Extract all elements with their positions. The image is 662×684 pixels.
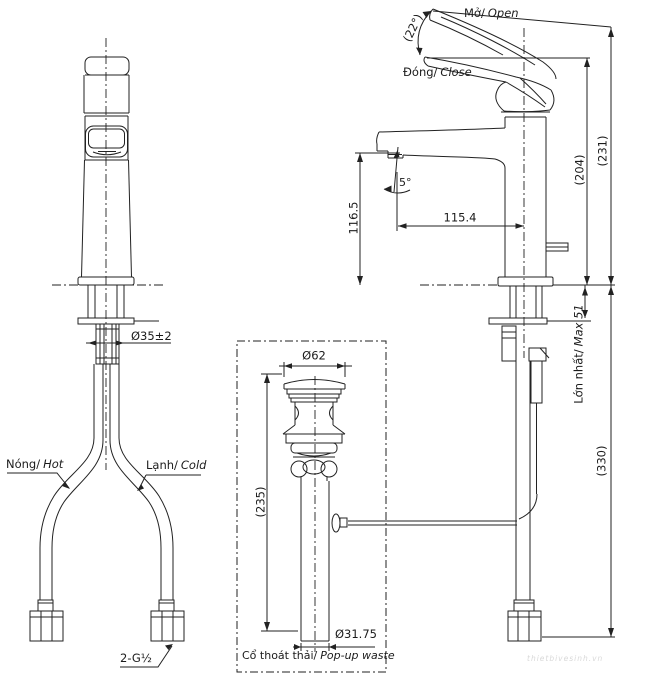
dim-popup-cap-diameter: Ø62 — [302, 348, 326, 363]
dim-spout-tilt-angle: 5° — [399, 176, 412, 189]
dim-mount-shank-diameter: Ø35±2 — [131, 329, 172, 343]
dim-spout-outlet-height: 116.5 — [346, 201, 361, 235]
watermark: thietbivesinh.vn — [527, 654, 604, 663]
label-close: Đóng/Close — [403, 65, 472, 79]
side-view — [376, 8, 591, 642]
dim-open-height: (231) — [595, 135, 610, 167]
label-popup-waste: Cổ thoát thải/Pop-up waste — [242, 649, 395, 662]
label-cold: Lạnh/Cold — [146, 458, 207, 472]
dimension-lines — [355, 10, 615, 638]
label-open: Mở/Open — [464, 6, 519, 20]
dim-closed-height: (204) — [572, 154, 587, 186]
label-hot: Nóng/Hot — [6, 457, 64, 471]
front-view — [7, 38, 201, 668]
dim-hose-connection: 2-G½ — [120, 651, 152, 665]
label-max-protrusion: Lớn nhất/Max 51 — [571, 304, 586, 404]
dim-supply-hose-length: (330) — [594, 445, 609, 477]
dim-spout-reach: 115.4 — [443, 210, 477, 225]
popup-waste-view — [236, 340, 517, 673]
dim-popup-tail-diameter: Ø31.75 — [335, 627, 377, 641]
dim-popup-length: (235) — [253, 486, 268, 518]
